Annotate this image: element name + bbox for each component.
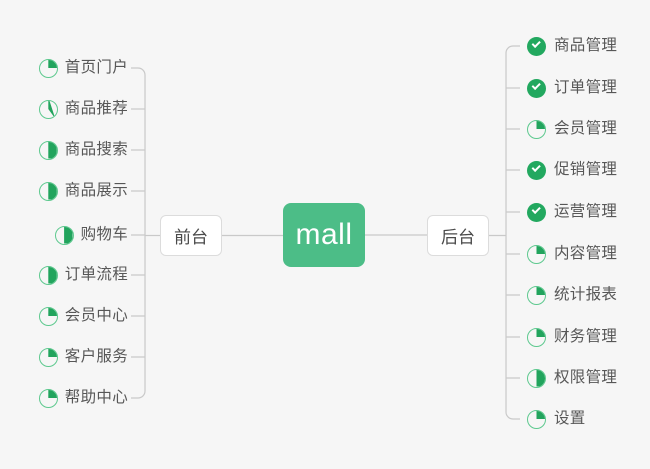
frontend-item-label: 商品推荐 xyxy=(64,100,128,118)
backend-item-label: 商品管理 xyxy=(554,37,618,55)
status-check-icon xyxy=(527,36,546,56)
frontend-item[interactable]: 首页门户 xyxy=(20,55,128,81)
backend-item[interactable]: 权限管理 xyxy=(527,365,617,391)
branch-node-frontend[interactable]: 前台 xyxy=(160,215,222,256)
connector-path xyxy=(131,67,146,399)
backend-item-label: 权限管理 xyxy=(554,369,618,387)
status-check-icon xyxy=(527,202,546,222)
backend-item[interactable]: 财务管理 xyxy=(527,324,617,350)
progress-wedge xyxy=(536,245,545,254)
connector-path xyxy=(505,45,520,420)
progress-wedge xyxy=(536,369,545,387)
frontend-item-label: 购物车 xyxy=(80,226,128,244)
status-progress-icon xyxy=(38,181,58,201)
root-node-mall[interactable]: mall xyxy=(283,203,365,267)
progress-wedge xyxy=(536,286,545,295)
backend-item[interactable]: 促销管理 xyxy=(527,157,617,183)
backend-item-label: 订单管理 xyxy=(554,79,618,97)
progress-wedge xyxy=(536,120,545,129)
backend-item-label: 财务管理 xyxy=(554,328,618,346)
status-progress-icon xyxy=(38,347,58,367)
root-node-label: mall xyxy=(295,218,353,251)
status-progress-icon xyxy=(527,285,546,305)
backend-item-label: 会员管理 xyxy=(554,120,618,138)
branch-node-backend[interactable]: 后台 xyxy=(427,215,489,256)
check-glyph xyxy=(531,204,541,214)
status-progress-icon xyxy=(38,99,58,119)
frontend-item[interactable]: 订单流程 xyxy=(20,262,128,288)
frontend-item[interactable]: 会员中心 xyxy=(20,303,128,329)
backend-item[interactable]: 商品管理 xyxy=(527,33,617,59)
backend-item-label: 运营管理 xyxy=(554,203,618,221)
frontend-item-label: 商品搜索 xyxy=(64,141,128,159)
backend-item[interactable]: 内容管理 xyxy=(527,241,617,267)
backend-item-label: 统计报表 xyxy=(554,286,618,304)
progress-wedge xyxy=(48,141,57,159)
frontend-item[interactable]: 商品推荐 xyxy=(20,96,128,122)
status-progress-icon xyxy=(38,388,58,408)
branch-node-frontend-label: 前台 xyxy=(174,228,208,247)
backend-item-label: 设置 xyxy=(554,410,586,428)
status-progress-icon xyxy=(527,368,546,388)
frontend-item[interactable]: 商品搜索 xyxy=(20,137,128,163)
progress-wedge xyxy=(536,328,545,337)
check-glyph xyxy=(531,80,541,90)
status-check-icon xyxy=(527,78,546,98)
backend-item-label: 促销管理 xyxy=(554,161,618,179)
frontend-item[interactable]: 客户服务 xyxy=(20,344,128,370)
frontend-item-label: 首页门户 xyxy=(64,59,128,77)
progress-wedge xyxy=(48,348,57,357)
frontend-item[interactable]: 购物车 xyxy=(20,222,128,248)
status-progress-icon xyxy=(54,225,74,245)
progress-wedge xyxy=(48,266,57,284)
progress-wedge xyxy=(48,307,57,316)
progress-wedge xyxy=(48,59,57,68)
status-progress-icon xyxy=(527,409,546,429)
frontend-item[interactable]: 商品展示 xyxy=(20,178,128,204)
frontend-item[interactable]: 帮助中心 xyxy=(20,385,128,411)
frontend-item-label: 会员中心 xyxy=(64,307,128,325)
status-progress-icon xyxy=(38,265,58,285)
progress-wedge xyxy=(536,410,545,419)
status-progress-icon xyxy=(38,58,58,78)
branch-node-backend-label: 后台 xyxy=(441,228,475,247)
backend-item[interactable]: 运营管理 xyxy=(527,199,617,225)
backend-item[interactable]: 设置 xyxy=(527,406,586,432)
backend-item[interactable]: 会员管理 xyxy=(527,116,617,142)
check-glyph xyxy=(531,38,541,48)
backend-item[interactable]: 统计报表 xyxy=(527,282,617,308)
status-progress-icon xyxy=(38,140,58,160)
frontend-item-label: 客户服务 xyxy=(64,348,128,366)
status-progress-icon xyxy=(38,306,58,326)
backend-item[interactable]: 订单管理 xyxy=(527,75,617,101)
progress-wedge xyxy=(48,389,57,398)
progress-wedge xyxy=(48,100,56,118)
frontend-item-label: 商品展示 xyxy=(64,182,128,200)
status-progress-icon xyxy=(527,327,546,347)
progress-wedge xyxy=(48,182,57,200)
check-glyph xyxy=(531,162,541,172)
progress-wedge xyxy=(64,226,73,244)
backend-item-label: 内容管理 xyxy=(554,245,618,263)
status-progress-icon xyxy=(527,244,546,264)
status-progress-icon xyxy=(527,119,546,139)
frontend-item-label: 帮助中心 xyxy=(64,389,128,407)
frontend-item-label: 订单流程 xyxy=(64,266,128,284)
status-check-icon xyxy=(527,160,546,180)
